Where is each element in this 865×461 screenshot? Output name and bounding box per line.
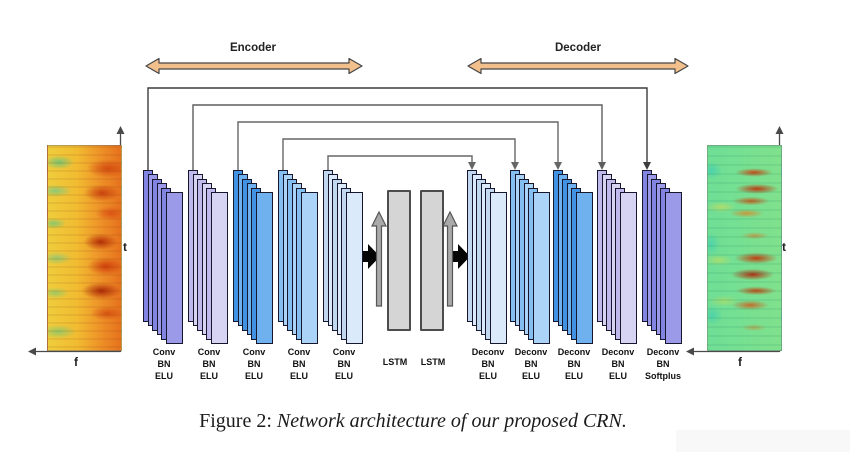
deconv-stack-4-icon bbox=[597, 170, 639, 346]
encoder-section-label: Encoder bbox=[229, 42, 276, 54]
conv-stack-4-icon bbox=[278, 170, 320, 346]
conv-stack-2-icon bbox=[188, 170, 230, 346]
deconv-stack-1-icon bbox=[467, 170, 509, 346]
skip-connection-5 bbox=[327, 155, 476, 170]
conv-stack-5-icon bbox=[323, 170, 365, 346]
skip-connection-4 bbox=[282, 138, 519, 170]
output-freq-axis-label: f bbox=[738, 355, 742, 369]
output-time-axis-label: t bbox=[782, 240, 786, 254]
decoder-span-arrow-icon bbox=[467, 57, 689, 75]
input-spectrogram-image bbox=[47, 145, 122, 351]
deconv-stack-2-icon bbox=[510, 170, 552, 346]
skip-connection-1 bbox=[147, 87, 651, 170]
lstm-block-1-label: LSTM bbox=[382, 357, 408, 367]
input-freq-axis-label: f bbox=[74, 355, 78, 369]
skip-connection-2 bbox=[192, 104, 606, 170]
deconv-stack-3-icon bbox=[553, 170, 595, 346]
background-artifact-panel bbox=[676, 430, 850, 452]
skip-connection-3 bbox=[237, 121, 562, 170]
lstm-block-2 bbox=[420, 190, 444, 331]
lstm-upward-arrow-icon bbox=[371, 210, 458, 307]
deconv-stack-5-icon bbox=[642, 170, 684, 346]
decoder-section-label: Decoder bbox=[554, 42, 602, 54]
figure-caption: Figure 2: Network architecture of our pr… bbox=[0, 410, 826, 433]
lstm-block-1 bbox=[387, 190, 411, 331]
input-time-axis-label: t bbox=[123, 240, 127, 254]
conv-stack-3-icon bbox=[233, 170, 275, 346]
figure-caption-text: Network architecture of our proposed CRN… bbox=[276, 410, 627, 432]
encoder-span-arrow-icon bbox=[145, 57, 363, 75]
conv-stack-1-icon bbox=[143, 170, 185, 346]
output-spectrogram-image bbox=[707, 145, 782, 351]
lstm-block-2-label: LSTM bbox=[420, 357, 446, 367]
figure-caption-number: Figure 2: bbox=[199, 410, 272, 432]
